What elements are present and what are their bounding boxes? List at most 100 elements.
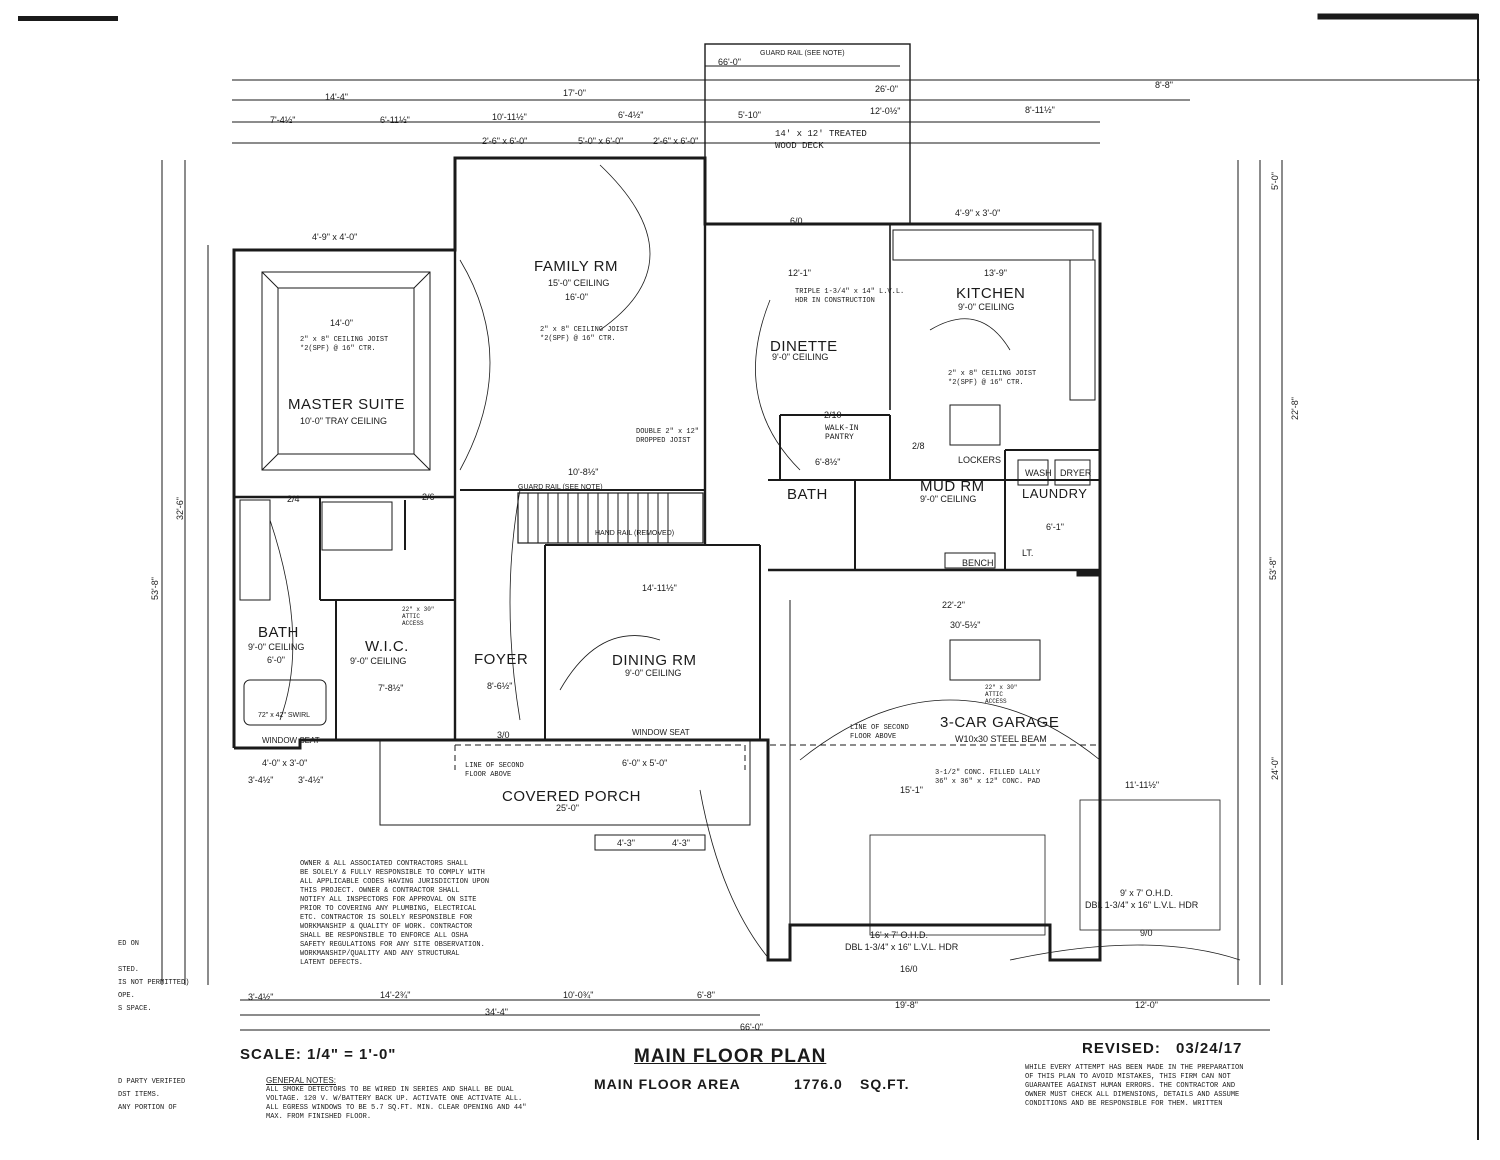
window-seat-dining: WINDOW SEAT [632, 728, 690, 737]
dim-top-4: 8'-8" [1155, 80, 1173, 90]
dryer-label: DRYER [1060, 468, 1092, 478]
scale-label: SCALE: 1/4" = 1'-0" [240, 1046, 397, 1063]
room-wic-name: W.I.C. [365, 638, 409, 655]
dim-top-5: 7'-4½" [270, 115, 296, 125]
dim-deck-width: 66'-0" [718, 57, 741, 67]
door-tag-24: 2/4 [287, 494, 300, 504]
dim-top-8: 6'-4½" [618, 110, 644, 120]
dim-garage-span-2: 15'-1" [900, 785, 923, 795]
door-tag-160: 16/0 [900, 964, 918, 974]
room-dining-ceiling: 9'-0" CEILING [625, 668, 682, 678]
dim-top-10: 12'-0½" [870, 106, 901, 116]
room-wic-ceiling: 9'-0" CEILING [350, 656, 407, 666]
general-notes: ALL SMOKE DETECTORS TO BE WIRED IN SERIE… [266, 1086, 527, 1121]
room-family-ceiling: 15'-0" CEILING [548, 278, 610, 288]
door-tag-28: 2/8 [912, 441, 925, 451]
door-tag-60: 6/0 [790, 216, 803, 226]
dim-bottom-1: 3'-4½" [248, 992, 274, 1002]
room-kitchen-ceiling: 9'-0" CEILING [958, 302, 1015, 312]
room-family-name: FAMILY RM [534, 258, 618, 275]
room-dining-size: 14'-11½" [642, 583, 677, 593]
revised-label: REVISED: [1082, 1040, 1161, 1057]
dim-porch-2: 4'-3" [672, 838, 690, 848]
room-garage-size: 30'-5½" [950, 620, 981, 630]
room-porch-size: 25'-0" [556, 803, 579, 813]
dim-right-2: 22'-8" [1290, 397, 1300, 420]
top-left-bar [18, 16, 118, 21]
garage-beam-label: W10x30 STEEL BEAM [955, 734, 1047, 744]
dim-right-1: 5'-0" [1270, 172, 1280, 190]
dim-garage-span-1: 11'-11½" [1125, 780, 1160, 790]
dim-porch-1: 4'-3" [617, 838, 635, 848]
dim-left-total: 53'-8" [150, 577, 160, 600]
garage-width: 22'-2" [942, 600, 965, 610]
hand-rail-stairs: HAND RAIL (REMOVED) [595, 530, 675, 537]
area-value: 1776.0 [794, 1076, 843, 1092]
room-bath-ceiling: 9'-0" CEILING [248, 642, 305, 652]
master-joist-note: 2" x 8" CEILING JOIST *2(SPF) @ 16" CTR. [300, 336, 389, 353]
attic-access-2: 22" x 30" ATTIC ACCESS [985, 684, 1018, 705]
dim-top-2: 17'-0" [563, 88, 586, 98]
dim-window-bath: 4'-0" x 3'-0" [262, 758, 308, 768]
room-kitchen-size: 13'-9" [984, 268, 1007, 278]
lally-note: 3-1/2" CONC. FILLED LALLY 36" x 36" x 12… [935, 769, 1041, 786]
dim-top-6: 6'-11½" [380, 115, 410, 125]
room-wic-size: 7'-8½" [378, 683, 404, 693]
dim-top-1: 14'-4" [325, 92, 348, 102]
room-kitchen-name: KITCHEN [956, 285, 1026, 302]
deck-label: 14' x 12' TREATED WOOD DECK [775, 129, 867, 151]
room-laundry-name: LAUNDRY [1022, 486, 1088, 501]
dim-right-3: 24'-0" [1270, 757, 1280, 780]
line-second-floor-porch: LINE OF SECOND FLOOR ABOVE [465, 762, 524, 779]
dim-bottom-4: 6'-8" [697, 990, 715, 1000]
area-unit: SQ.FT. [860, 1076, 910, 1092]
room-mud-ceiling: 9'-0" CEILING [920, 494, 977, 504]
room-dining-name: DINING RM [612, 652, 697, 669]
room-foyer-name: FOYER [474, 651, 529, 668]
dim-left-mid: 32'-6" [175, 497, 185, 520]
room-dinette-name: DINETTE [770, 338, 838, 355]
room-dinette-ceiling: 9'-0" CEILING [772, 352, 829, 362]
ohd-left: 16' x 7' O.H.D. [870, 930, 928, 940]
door-tag-210: 2/10 [824, 410, 842, 420]
door-tag-90: 9/0 [1140, 928, 1153, 938]
double-joist-note: DOUBLE 2" x 12" DROPPED JOIST [636, 428, 700, 445]
dim-window-2: 5'-0" x 6'-0" [578, 136, 624, 146]
hdr-left: DBL 1-3/4" x 16" L.V.L. HDR [845, 942, 959, 952]
room-pantry-name: WALK-IN PANTRY [825, 424, 859, 442]
dim-right-total: 53'-8" [1268, 557, 1278, 580]
dim-window-1: 2'-6" x 6'-0" [482, 136, 528, 146]
owner-contractor-note: OWNER & ALL ASSOCIATED CONTRACTORS SHALL… [300, 860, 490, 967]
tub-label: 72" x 42" SWIRL [258, 712, 311, 719]
room-pantry-size: 6'-8½" [815, 457, 841, 467]
room-mud-name: MUD RM [920, 478, 985, 495]
guard-rail-top: GUARD RAIL (SEE NOTE) [760, 50, 845, 57]
ohd-right: 9' x 7' O.H.D. [1120, 888, 1173, 898]
bench-label: BENCH [962, 558, 994, 568]
room-garage-name: 3-CAR GARAGE [940, 714, 1060, 731]
room-laundry-size: 6'-1" [1046, 522, 1064, 532]
room-bath-size: 6'-0" [267, 655, 285, 665]
room-family-size: 16'-0" [565, 292, 588, 302]
room-porch-name: COVERED PORCH [502, 788, 642, 805]
general-notes-title: GENERAL NOTES: [266, 1076, 336, 1085]
left-edge-notes-2: D PARTY VERIFIED DST ITEMS. ANY PORTION … [118, 1078, 186, 1112]
dim-family-inner: 10'-8½" [568, 467, 599, 477]
family-joist-note: 2" x 8" CEILING JOIST *2(SPF) @ 16" CTR. [540, 326, 629, 343]
dim-window-kitchen: 4'-9" x 3'-0" [955, 208, 1001, 218]
dim-bottom-5: 19'-8" [895, 1000, 918, 1010]
kitchen-joist-note: 2" x 8" CEILING JOIST *2(SPF) @ 16" CTR. [948, 370, 1037, 387]
dim-bottom-a: 3'-4½" [248, 775, 274, 785]
door-tag-30: 3/0 [497, 730, 510, 740]
plan-title: MAIN FLOOR PLAN [634, 1046, 827, 1067]
dim-bottom-3: 10'-0¾" [563, 990, 594, 1000]
dim-top-7: 10'-11½" [492, 112, 527, 122]
dim-bottom-2: 14'-2¾" [380, 990, 411, 1000]
door-tag-26: 2/6 [422, 492, 435, 502]
dim-bottom-overall: 66'-0" [740, 1022, 763, 1032]
hdr-right: DBL 1-3/4" x 16" L.V.L. HDR [1085, 900, 1199, 910]
attic-access-1: 22" x 30" ATTIC ACCESS [402, 606, 435, 627]
room-master-name: MASTER SUITE [288, 396, 405, 413]
dim-window-dining: 6'-0" x 5'-0" [622, 758, 668, 768]
